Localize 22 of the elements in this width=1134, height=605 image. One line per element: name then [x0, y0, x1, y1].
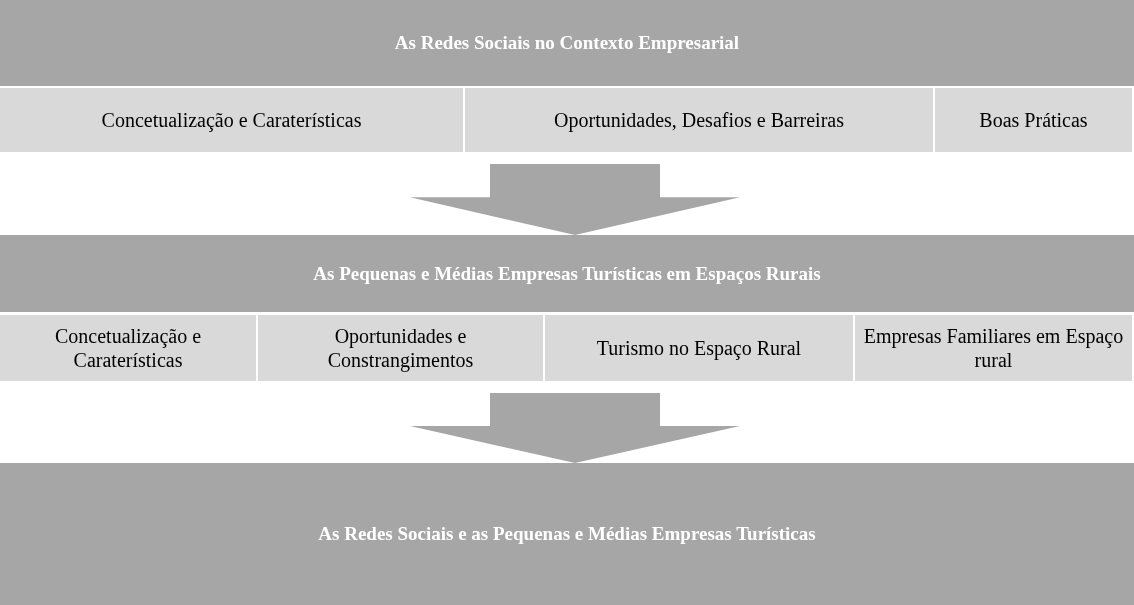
box-label: Oportunidades, Desafios e Barreiras [554, 108, 844, 132]
header-band [0, 463, 1134, 605]
topic-box [465, 88, 935, 152]
topic-box [258, 315, 545, 381]
box-label: Concetualização e Caraterísticas [54, 324, 202, 372]
block-arrow [410, 164, 740, 235]
box-label: Turismo no Espaço Rural [596, 336, 802, 360]
box-label: As Pequenas e Médias Empresas Turísticas em Espaços Rurais [313, 262, 821, 285]
header-band [0, 235, 1134, 312]
box-label: As Redes Sociais no Contexto Empresarial [394, 32, 740, 54]
topic-box [0, 315, 258, 381]
topic-box [935, 88, 1134, 152]
box-label: As Redes Sociais e as Pequenas e Médias Empresas Turísticas [318, 523, 816, 545]
block-arrow [410, 393, 740, 463]
header-band [0, 0, 1134, 86]
box-label: Boas Práticas [979, 108, 1088, 132]
box-label: Empresas Familiares em Espaço rural [862, 324, 1125, 372]
topic-box [545, 315, 855, 381]
box-label: Oportunidades e Constrangimentos [326, 324, 475, 372]
box-label: Concetualização e Caraterísticas [101, 108, 362, 132]
topic-box [0, 88, 465, 152]
topic-box [855, 315, 1134, 381]
